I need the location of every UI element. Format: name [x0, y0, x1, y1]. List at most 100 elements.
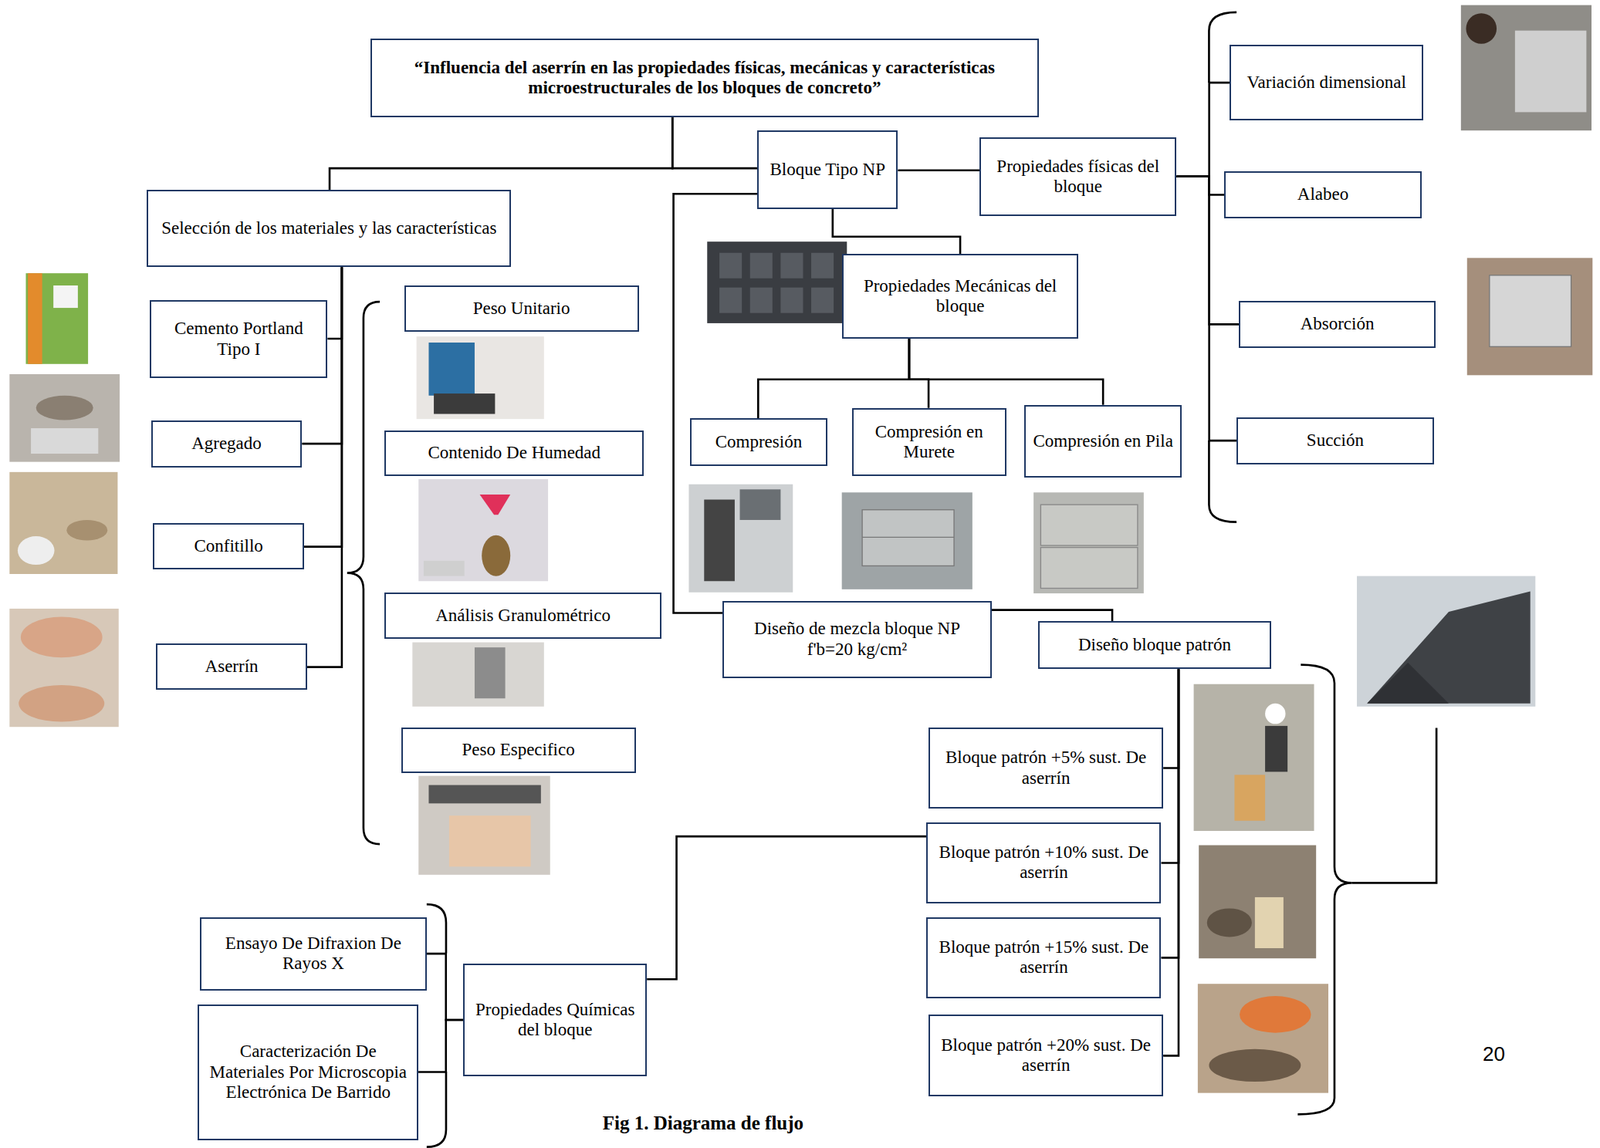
photo: [53, 285, 78, 308]
photo: [688, 484, 793, 593]
photo: [480, 494, 511, 515]
connector-line: [1176, 82, 1230, 177]
wall-photo: [842, 492, 973, 590]
process-box: Alabeo: [1224, 171, 1421, 219]
sieve-photo: [412, 642, 544, 707]
photo: [9, 472, 118, 575]
process-box: Agregado: [151, 420, 303, 468]
mixing-photo: [1197, 984, 1329, 1093]
oven-photo: [1467, 257, 1594, 376]
photo: [703, 500, 735, 582]
process-box: Compresión: [690, 418, 828, 467]
box-label: Bloque patrón +5% sust. De aserrín: [936, 747, 1156, 789]
connector-line: [327, 267, 342, 339]
mixing-photo: [1198, 845, 1316, 960]
compression-photo: [688, 484, 793, 593]
photo: [1265, 726, 1288, 772]
process-box: Diseño bloque patrón: [1038, 621, 1272, 670]
box-label: Aserrín: [205, 656, 259, 677]
process-box: Succión: [1236, 417, 1434, 465]
box-label: Compresión en Pila: [1032, 431, 1173, 452]
cement-bag-photo: [25, 273, 88, 365]
process-box: Peso Especifico: [401, 727, 636, 774]
photo: [862, 510, 954, 567]
photo: [750, 253, 773, 279]
connector-line: [897, 169, 980, 172]
process-box: Bloque patrón +10% sust. De aserrín: [926, 822, 1161, 905]
photo: [811, 253, 834, 279]
sawdust-photo: [9, 608, 119, 728]
pile-photo: [1033, 492, 1144, 594]
photo: [1208, 1049, 1301, 1083]
photo: [780, 253, 803, 279]
connector-line: [329, 117, 673, 190]
connector-line: [1163, 669, 1179, 1056]
box-label: Selección de los materiales y las caract…: [161, 218, 497, 239]
title-box: “Influencia del aserrín en las propiedad…: [370, 38, 1039, 118]
connector-line: [991, 610, 1113, 623]
connector-line: [757, 338, 910, 419]
photo: [740, 489, 782, 521]
box-label: Variación dimensional: [1247, 72, 1407, 93]
measuring-photo: [1461, 5, 1592, 132]
photo: [1465, 13, 1497, 44]
box-label: Bloque patrón +20% sust. De aserrín: [936, 1035, 1156, 1077]
process-box: Confitillo: [152, 523, 305, 569]
photo: [719, 253, 742, 279]
photo: [1197, 984, 1329, 1093]
photo: [811, 287, 834, 314]
box-label: Bloque Tipo NP: [769, 159, 886, 180]
photo: [1366, 591, 1530, 704]
process-box: Compresión en Murete: [852, 408, 1007, 477]
leader-line: [1351, 728, 1437, 884]
process-box: Peso Unitario: [404, 285, 640, 332]
photo: [9, 374, 120, 463]
confitillo-photo: [9, 472, 118, 575]
box-label: Propiedades Químicas del bloque: [470, 1000, 640, 1042]
process-box: Cemento Portland Tipo I: [149, 300, 328, 379]
connector-line: [1160, 669, 1179, 863]
photo: [481, 535, 511, 577]
box-label: Succión: [1306, 430, 1364, 451]
photo: [423, 561, 465, 577]
photo: [1356, 576, 1536, 707]
photo: [1239, 996, 1312, 1034]
box-label: Confitillo: [193, 536, 263, 557]
process-box: Contenido De Humedad: [384, 430, 644, 477]
box-label: Análisis Granulométrico: [435, 605, 611, 626]
box-label: Agregado: [191, 433, 262, 454]
title-text: “Influencia del aserrín en las propiedad…: [378, 57, 1032, 99]
photo: [18, 685, 105, 723]
photo: [36, 395, 94, 421]
moisture-photo: [418, 479, 548, 582]
process-box: Bloque Tipo NP: [757, 130, 898, 210]
bracket: [347, 12, 1437, 1148]
photo: [1040, 504, 1138, 546]
photo: [719, 287, 742, 314]
box-label: Diseño de mezcla bloque NP f'b=20 kg/cm²: [730, 619, 985, 660]
photo: [433, 393, 495, 414]
photo: [428, 342, 474, 396]
bracket: [1208, 440, 1237, 523]
process-box: Bloque patrón +5% sust. De aserrín: [928, 727, 1164, 810]
box-label: Peso Unitario: [473, 298, 571, 319]
bracket: [347, 301, 380, 845]
process-box: Ensayo De Difraxion De Rayos X: [199, 917, 427, 992]
mixing-photo: [1194, 684, 1315, 832]
box-label: Caracterización De Materiales Por Micros…: [205, 1041, 411, 1103]
connector-line: [672, 117, 758, 169]
process-box: Propiedades físicas del bloque: [979, 137, 1177, 217]
connector-line: [1176, 176, 1225, 196]
photo: [9, 608, 119, 728]
box-label: Diseño bloque patrón: [1078, 635, 1232, 656]
photo: [27, 273, 43, 365]
photo: [1366, 663, 1449, 704]
box-label: Propiedades Mecánicas del bloque: [849, 276, 1072, 318]
box-label: Bloque patrón +10% sust. De aserrín: [933, 842, 1154, 884]
process-box: Propiedades Químicas del bloque: [463, 964, 647, 1076]
box-label: Peso Especifico: [461, 740, 575, 761]
process-box: Absorción: [1238, 301, 1436, 349]
specific-gravity-photo: [418, 776, 550, 876]
